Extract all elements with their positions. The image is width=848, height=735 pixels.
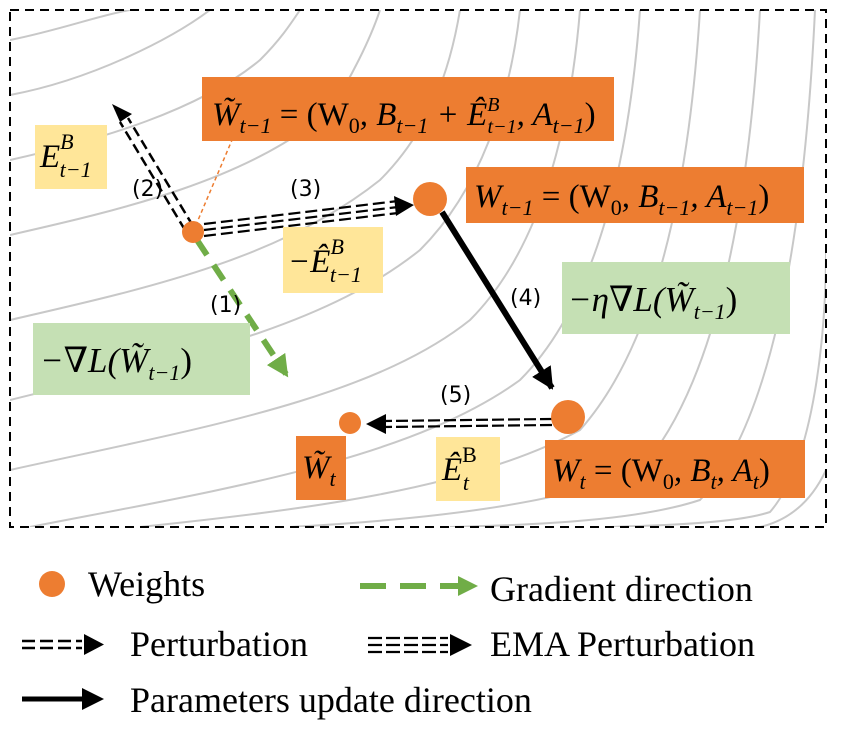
weight-dot-wtilde-prev [182, 221, 204, 243]
legend-perturbation-symbol [22, 634, 104, 655]
update-arrow-step4 [439, 210, 555, 390]
legend-update-label: Parameters update direction [130, 680, 532, 720]
ema-perturbation-arrow-step3 [203, 196, 414, 238]
step-label-1: (1) [210, 293, 241, 318]
perturbation-arrow-step5 [366, 414, 553, 434]
label-box-neg-grad: −∇L(W̃t−1) [33, 323, 250, 395]
legend-gradient-arrowhead [458, 576, 478, 596]
svg-text:ÊBt: ÊBt [441, 442, 477, 495]
legend-weights-dot [39, 571, 65, 597]
svg-text:EBt−1: EBt−1 [39, 129, 92, 182]
svg-text:W̃t: W̃t [302, 449, 337, 491]
weight-dot-w-prev [413, 182, 447, 216]
svg-text:−ÊBt−1: −ÊBt−1 [288, 234, 362, 287]
legend-weights-label: Weights [88, 564, 205, 604]
step-label-2: (2) [132, 177, 163, 202]
gradient-arrow-step1 [194, 238, 289, 378]
svg-text:−η∇L(W̃t−1): −η∇L(W̃t−1) [568, 280, 737, 324]
legend-perturbation-label: Perturbation [130, 624, 308, 664]
weight-dot-wtilde-t [339, 412, 361, 434]
weight-dot-w-t [551, 400, 585, 434]
svg-text:Wt = (W0, Bt, At): Wt = (W0, Bt, At) [552, 453, 770, 494]
svg-text:W̃t−1 = (W0, Bt−1 + ÊBt−1, At−: W̃t−1 = (W0, Bt−1 + ÊBt−1, At−1) [212, 94, 596, 138]
perturbation-arrow-step2 [112, 104, 195, 231]
legend-update-symbol [22, 688, 104, 710]
step-label-5: (5) [440, 383, 471, 408]
legend: Weights Gradient direction Perturbation … [22, 564, 755, 720]
connector-line [192, 139, 233, 233]
legend-gradient-label: Gradient direction [490, 569, 753, 609]
label-box-wtilde-t: W̃t [296, 436, 346, 500]
step-label-4: (4) [510, 286, 541, 311]
label-box-w-prev: Wt−1 = (W0, Bt−1, At−1) [466, 167, 804, 223]
legend-ema-label: EMA Perturbation [490, 624, 755, 664]
label-box-eta-grad: −η∇L(W̃t−1) [562, 262, 790, 334]
legend-ema-symbol [368, 634, 472, 656]
label-box-w-t: Wt = (W0, Bt, At) [545, 440, 805, 498]
svg-text:−∇L(W̃t−1): −∇L(W̃t−1) [40, 341, 192, 385]
svg-text:Wt−1 = (W0, Bt−1, At−1): Wt−1 = (W0, Bt−1, At−1) [474, 179, 769, 220]
step-label-3: (3) [290, 177, 321, 202]
canvas-frame [9, 9, 827, 528]
